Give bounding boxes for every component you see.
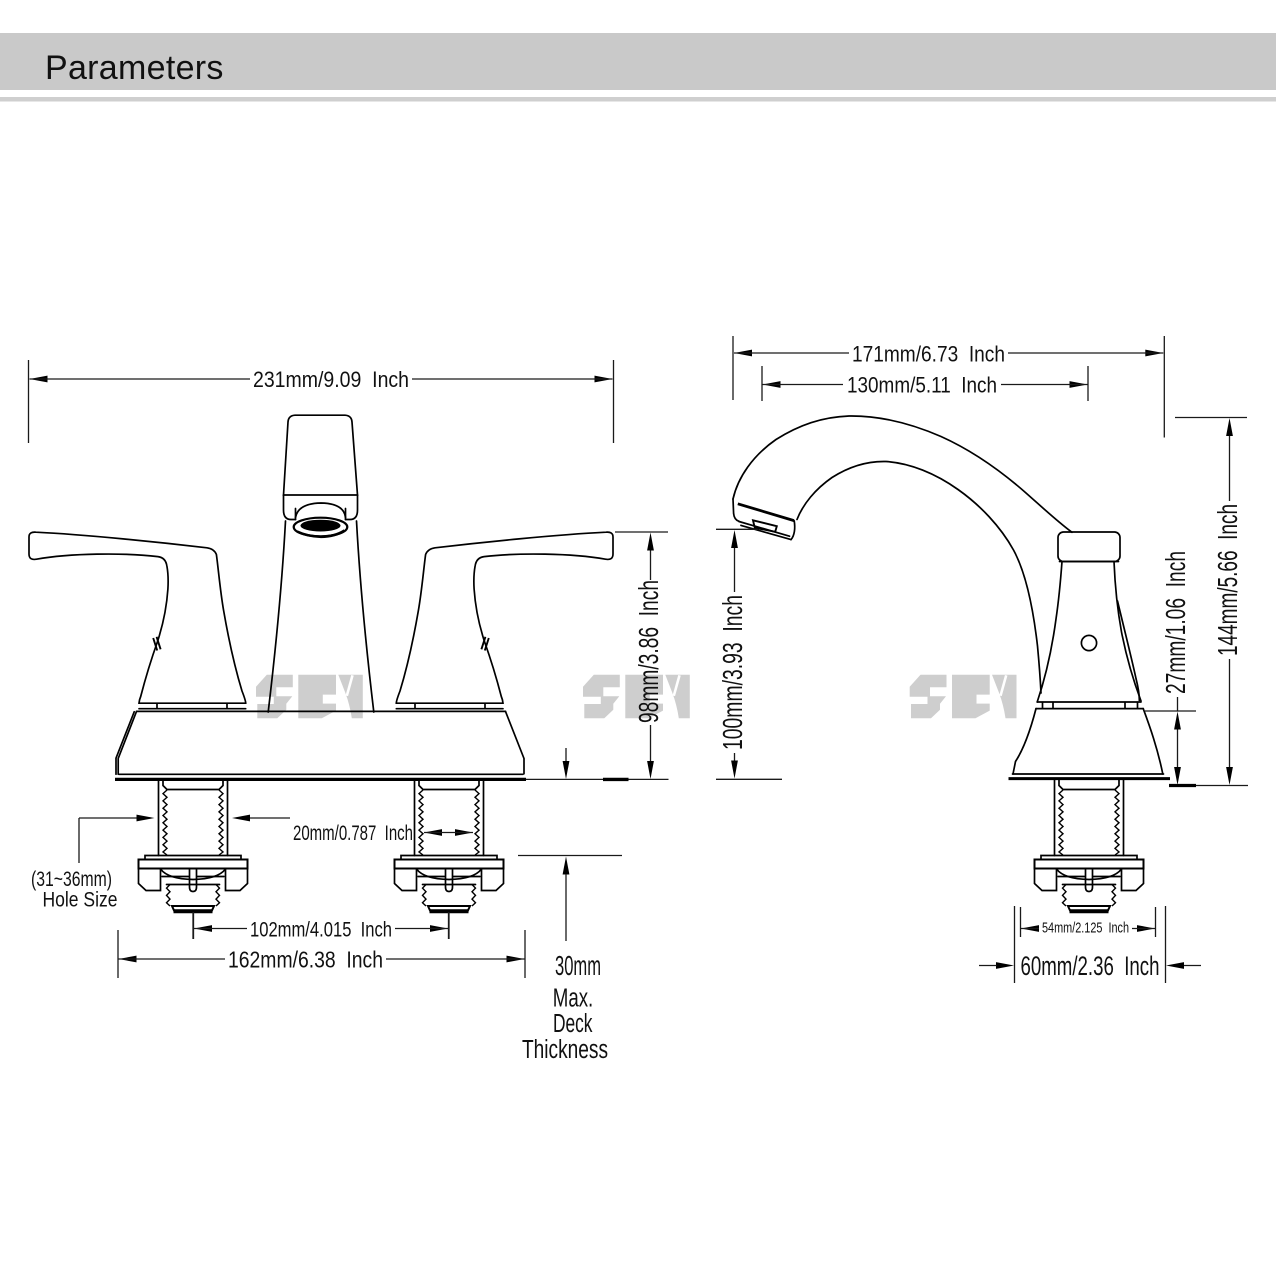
svg-text:171mm/6.73 Inch: 171mm/6.73 Inch xyxy=(852,342,1005,367)
svg-text:98mm/3.86 Inch: 98mm/3.86 Inch xyxy=(633,580,664,723)
svg-text:162mm/6.38 Inch: 162mm/6.38 Inch xyxy=(228,947,383,973)
svg-text:27mm/1.06 Inch: 27mm/1.06 Inch xyxy=(1160,551,1191,694)
svg-text:Deck: Deck xyxy=(553,1010,593,1038)
svg-text:30mm: 30mm xyxy=(555,950,601,981)
svg-text:144mm/5.66 Inch: 144mm/5.66 Inch xyxy=(1212,504,1243,656)
svg-text:Thickness: Thickness xyxy=(522,1036,608,1064)
svg-text:102mm/4.015 Inch: 102mm/4.015 Inch xyxy=(250,919,392,942)
svg-text:Parameters: Parameters xyxy=(45,49,224,87)
svg-text:231mm/9.09 Inch: 231mm/9.09 Inch xyxy=(253,367,409,392)
svg-text:(31~36mm): (31~36mm) xyxy=(31,867,112,891)
svg-text:54mm/2.125 Inch: 54mm/2.125 Inch xyxy=(1042,921,1129,937)
svg-text:20mm/0.787 Inch: 20mm/0.787 Inch xyxy=(293,822,413,845)
svg-text:60mm/2.36 Inch: 60mm/2.36 Inch xyxy=(1021,951,1160,981)
svg-text:130mm/5.11 Inch: 130mm/5.11 Inch xyxy=(847,373,997,398)
svg-text:100mm/3.93 Inch: 100mm/3.93 Inch xyxy=(717,595,748,750)
svg-text:Hole Size: Hole Size xyxy=(43,888,118,912)
svg-text:Max.: Max. xyxy=(553,985,594,1013)
